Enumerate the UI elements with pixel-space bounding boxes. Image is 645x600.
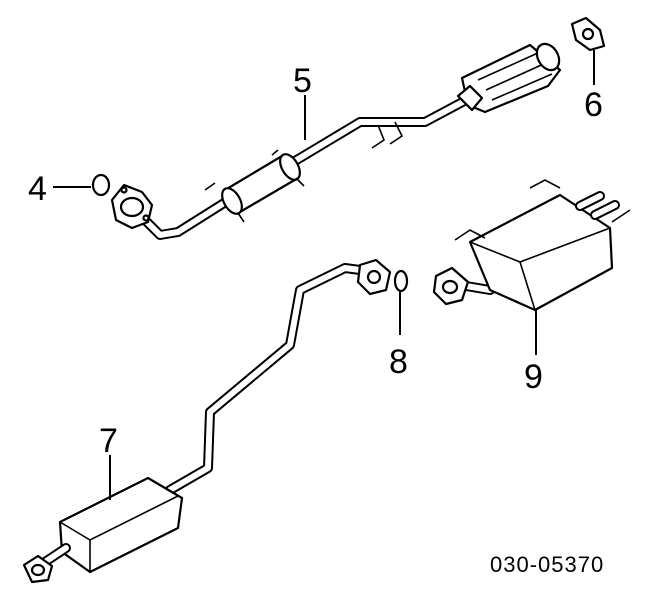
leader-lines — [53, 50, 595, 500]
diagram-code: 030-05370 — [490, 552, 604, 577]
muffler-hanger-top — [529, 179, 561, 189]
main-muffler-assembly — [432, 179, 631, 312]
resonator — [221, 153, 301, 215]
heat-bracket — [371, 121, 404, 149]
front-pipe — [125, 93, 475, 240]
main-muffler — [468, 193, 614, 312]
muffler-hanger-left — [454, 229, 486, 241]
catalytic-converter — [456, 42, 562, 114]
callout-5: 5 — [293, 62, 312, 100]
rear-flange-small — [22, 554, 54, 584]
front-pipe-assembly — [110, 42, 562, 240]
gasket-left — [91, 173, 111, 197]
muffler-inlet-flange — [432, 266, 470, 306]
center-pipe-assembly — [22, 258, 392, 584]
tail-pipes — [575, 191, 631, 223]
center-flange — [356, 258, 392, 296]
callout-4: 4 — [28, 170, 47, 208]
callout-6: 6 — [584, 86, 603, 124]
callout-9: 9 — [524, 358, 543, 396]
center-muffler — [58, 476, 184, 574]
front-flange — [110, 183, 154, 230]
callout-7: 7 — [99, 422, 118, 460]
gasket-top — [570, 16, 606, 52]
center-pipe — [165, 263, 380, 495]
callout-8: 8 — [389, 343, 408, 381]
pipe-hangers — [204, 149, 305, 223]
gasket-mid — [393, 269, 409, 293]
